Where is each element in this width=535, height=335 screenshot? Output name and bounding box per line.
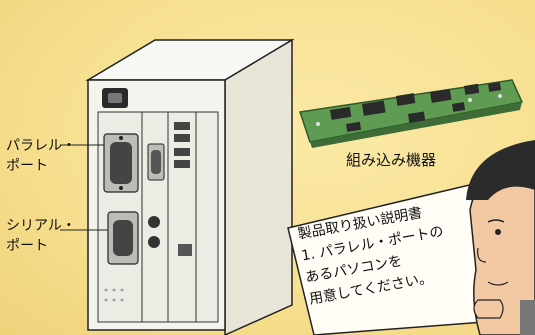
parallel-port-label: パラレル・ ポート (6, 136, 76, 176)
serial-port-label-line2: ポート (6, 238, 48, 254)
vga-port-connector (147, 143, 165, 181)
lan-port (178, 244, 192, 256)
usb-ports (174, 122, 190, 168)
ps2-port-top (148, 216, 160, 228)
pc-side-face (224, 38, 293, 335)
parallel-port-label-line1: パラレル・ (6, 138, 76, 154)
pc-tower (60, 38, 295, 335)
ps2-port-bottom (148, 236, 160, 248)
parallel-port-label-line2: ポート (6, 158, 48, 174)
parallel-port-connector (103, 133, 139, 193)
embedded-device-label: 組み込み機器 (346, 151, 437, 169)
serial-port-label: シリアル・ ポート (6, 216, 76, 256)
serial-port-label-line1: シリアル・ (6, 218, 76, 234)
serial-port-connector (107, 211, 139, 265)
person-figure (466, 140, 535, 335)
embedded-circuit-board (299, 79, 524, 148)
